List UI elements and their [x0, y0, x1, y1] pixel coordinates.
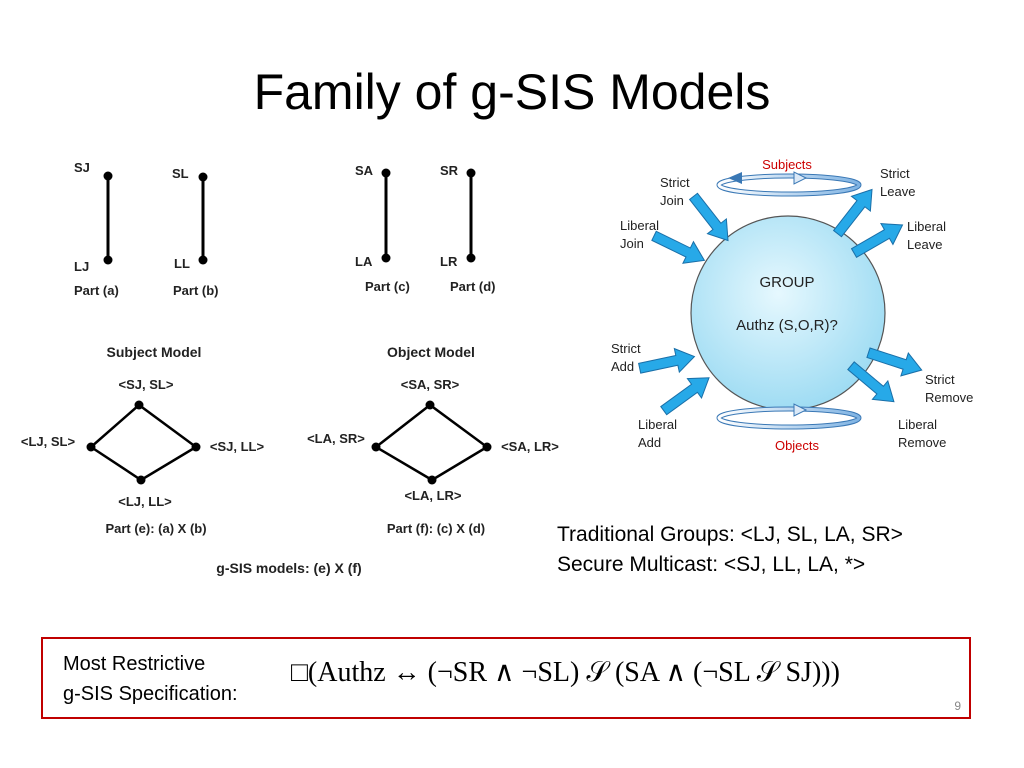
traditional-groups-text: Traditional Groups: <LJ, SL, LA, SR> Sec…	[557, 520, 903, 580]
object-lattice-edges	[373, 403, 490, 482]
part-a-bottom-node	[103, 255, 113, 265]
subject-left-node	[86, 442, 96, 452]
strict-leave-label: Strict Leave	[880, 166, 915, 199]
group-label: GROUP	[759, 274, 814, 291]
object-left-node	[371, 442, 381, 452]
part-c-top-label: SA	[355, 163, 374, 178]
objects-label: Objects	[775, 438, 820, 453]
subject-right-node	[191, 442, 201, 452]
object-bottom-label: <LA, LR>	[404, 488, 461, 503]
part-c-bottom-node	[381, 253, 391, 263]
part-d-top-node	[466, 168, 476, 178]
subject-lattice-edges	[88, 403, 199, 482]
subject-bottom-label: <LJ, LL>	[118, 494, 172, 509]
part-c-top-node	[381, 168, 391, 178]
object-top-label: <SA, SR>	[401, 377, 460, 392]
part-a-top-node	[103, 171, 113, 181]
subject-caption: Part (e): (a) X (b)	[105, 521, 206, 536]
object-caption: Part (f): (c) X (d)	[387, 521, 485, 536]
part-c-caption: Part (c)	[365, 279, 410, 294]
strict-join-arrow	[688, 192, 729, 242]
group-circle	[690, 215, 886, 411]
part-b-bottom-node	[198, 255, 208, 265]
part-c-bottom-label: LA	[355, 254, 373, 269]
group-diagram: Subjects GROUP Authz (S,O,R)? Objects St…	[611, 157, 973, 453]
strict-add-arrow	[638, 347, 696, 374]
object-right-label: <SA, LR>	[501, 439, 559, 454]
object-model: Object Model <SA, SR> <LA, SR> <SA, LR> …	[307, 344, 559, 536]
object-left-label: <LA, SR>	[307, 431, 365, 446]
liberal-add-arrow	[660, 377, 710, 416]
subject-top-node	[134, 400, 144, 410]
spec-label-line2: g-SIS Specification:	[63, 683, 238, 705]
subject-right-label: <SJ, LL>	[210, 439, 265, 454]
subjects-cycle-arrowhead-left	[728, 172, 742, 184]
subject-top-label: <SJ, SL>	[119, 377, 174, 392]
part-c: SA LA Part (c)	[355, 163, 410, 294]
part-d-bottom-node	[466, 253, 476, 263]
spec-label: Most Restrictive g-SIS Specification:	[63, 649, 238, 709]
object-right-node	[482, 442, 492, 452]
subjects-label: Subjects	[762, 157, 812, 172]
subject-model: Subject Model <SJ, SL> <LJ, SL> <SJ, LL>…	[21, 344, 265, 536]
objects-cycle-arrowhead	[793, 403, 808, 417]
subjects-cycle-ring-fill	[717, 174, 861, 196]
liberal-join-label: Liberal Join	[620, 218, 663, 251]
authz-label: Authz (S,O,R)?	[736, 317, 838, 334]
part-d: SR LR Part (d)	[440, 163, 496, 294]
objects-cycle-ring-fill	[717, 407, 861, 429]
traditional-groups-line: Traditional Groups: <LJ, SL, LA, SR>	[557, 523, 903, 546]
part-d-bottom-label: LR	[440, 254, 458, 269]
object-bottom-node	[427, 475, 437, 485]
part-b-bottom-label: LL	[174, 256, 190, 271]
liberal-remove-arrow	[847, 361, 895, 403]
liberal-leave-arrow	[850, 223, 904, 259]
part-b-top-node	[198, 172, 208, 182]
slide-title: Family of g-SIS Models	[253, 64, 771, 120]
part-d-top-label: SR	[440, 163, 459, 178]
subject-bottom-node	[136, 475, 146, 485]
subject-model-title: Subject Model	[107, 344, 202, 360]
part-b-caption: Part (b)	[173, 283, 219, 298]
strict-leave-arrow	[832, 188, 873, 238]
part-d-caption: Part (d)	[450, 279, 496, 294]
spec-formula: □(Authz ↔ (¬SR ∧ ¬SL) 𝒮 (SA ∧ (¬SL 𝒮 SJ)…	[291, 657, 840, 688]
part-a-caption: Part (a)	[74, 283, 119, 298]
part-a-bottom-label: LJ	[74, 259, 89, 274]
strict-add-label: Strict Add	[611, 341, 644, 374]
object-model-title: Object Model	[387, 344, 475, 360]
gsis-models-caption: g-SIS models: (e) X (f)	[216, 560, 361, 576]
liberal-join-arrow	[651, 230, 706, 264]
part-b-top-label: SL	[172, 166, 189, 181]
liberal-remove-label: Liberal Remove	[898, 417, 946, 450]
secure-multicast-line: Secure Multicast: <SJ, LL, LA, *>	[557, 553, 866, 576]
part-a: SJ LJ Part (a)	[74, 160, 119, 298]
part-b: SL LL Part (b)	[172, 166, 219, 298]
spec-label-line1: Most Restrictive	[63, 653, 206, 675]
subjects-cycle-arrowhead-right	[793, 171, 808, 185]
liberal-leave-label: Liberal Leave	[907, 219, 950, 252]
liberal-add-label: Liberal Add	[638, 417, 681, 450]
part-a-top-label: SJ	[74, 160, 90, 175]
object-top-node	[425, 400, 435, 410]
strict-remove-arrow	[866, 347, 923, 377]
strict-remove-label: Strict Remove	[925, 372, 973, 405]
spec-box: Most Restrictive g-SIS Specification: □(…	[41, 637, 971, 719]
subject-left-label: <LJ, SL>	[21, 434, 76, 449]
page-number: 9	[954, 699, 961, 713]
strict-join-label: Strict Join	[660, 175, 693, 208]
